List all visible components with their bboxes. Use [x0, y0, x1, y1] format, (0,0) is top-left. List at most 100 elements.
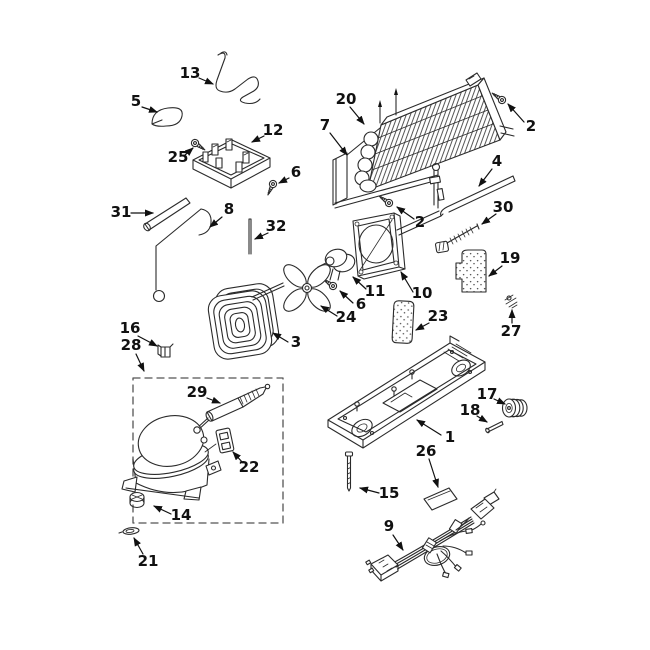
part-22-relay [215, 427, 235, 454]
callout-21-label: 21 [138, 552, 159, 570]
callout-14: 14 [153, 505, 192, 524]
callout-4: 4 [478, 152, 502, 187]
part-26-pad [423, 487, 458, 511]
part-15-stud [344, 451, 354, 492]
harness-wrap-bands [421, 519, 463, 554]
callout-2-top: 2 [507, 103, 536, 135]
part-14-grommet [129, 491, 145, 509]
part-9-wire-harness [365, 488, 500, 582]
callout-23: 23 [415, 307, 449, 331]
harness-connector-top [470, 488, 500, 520]
callout-25: 25 [168, 147, 194, 166]
harness-branch-wires [436, 517, 486, 579]
compressor-body [121, 415, 222, 501]
part-4-defrost-heater [396, 162, 516, 236]
callout-26-label: 26 [416, 442, 437, 460]
part-25-screw [189, 137, 208, 154]
part-8-wire-bracket [152, 208, 212, 303]
callout-29-label: 29 [187, 383, 208, 401]
callout-17-label: 17 [477, 385, 498, 403]
callout-10: 10 [400, 271, 432, 302]
part-23-foam-block [391, 300, 415, 344]
callout-18: 18 [460, 401, 488, 423]
callout-20-label: 20 [336, 90, 357, 108]
part-11-fan-motor [317, 248, 356, 281]
part-1-base-pan [327, 335, 486, 449]
callout-30-label: 30 [493, 198, 514, 216]
callout-2-mid-label: 2 [415, 213, 425, 231]
part-31-tube [143, 197, 191, 232]
callout-6-mid-label: 6 [356, 295, 366, 313]
callout-22-label: 22 [239, 458, 260, 476]
callout-16: 16 [120, 319, 158, 347]
callout-3: 3 [272, 332, 301, 351]
evaporator-assembly [332, 72, 515, 209]
callout-2-mid: 2 [396, 206, 425, 231]
callout-19-label: 19 [500, 249, 521, 267]
callout-24: 24 [320, 305, 356, 326]
callout-29: 29 [187, 383, 221, 404]
callout-6-top-label: 6 [291, 163, 301, 181]
callout-28: 28 [121, 336, 145, 372]
callout-14-label: 14 [171, 506, 192, 524]
part-3-condenser-coil [207, 282, 285, 360]
callout-6-mid: 6 [339, 290, 366, 313]
callout-8: 8 [209, 200, 234, 228]
callout-31-label: 31 [111, 203, 132, 221]
callout-4-label: 4 [492, 152, 502, 170]
callout-25-label: 25 [168, 148, 189, 166]
callout-31: 31 [111, 203, 154, 221]
evaporator-inlet-loops [354, 131, 379, 193]
part-32-rod [248, 218, 252, 255]
callout-1: 1 [416, 419, 455, 446]
part-18-axle-pin [485, 420, 504, 434]
callout-7-label: 7 [320, 116, 330, 134]
callout-27: 27 [501, 309, 522, 340]
callout-12-label: 12 [263, 121, 284, 139]
part-29-drier [195, 383, 271, 432]
callout-9-label: 9 [384, 517, 394, 535]
callout-1-label: 1 [445, 428, 455, 446]
callout-17: 17 [477, 385, 506, 405]
callout-6-top: 6 [278, 163, 301, 184]
callout-11-label: 11 [365, 282, 386, 300]
part-13-tube [215, 51, 261, 105]
part-16-clip [157, 343, 174, 358]
part-19-foam-block [455, 249, 487, 293]
part-27-clip [504, 294, 518, 309]
callout-18-label: 18 [460, 401, 481, 419]
callout-19: 19 [488, 249, 521, 277]
callout-5: 5 [131, 92, 158, 113]
part-10-fan-shroud [352, 212, 406, 280]
part-30-defrost-thermostat [434, 223, 480, 254]
callout-32: 32 [254, 217, 287, 240]
callout-21: 21 [133, 537, 159, 570]
part-12-control-box [192, 138, 271, 189]
part-6-screw-top [264, 178, 279, 197]
callout-12: 12 [251, 121, 284, 143]
callout-26: 26 [416, 442, 439, 488]
part-17-roller [501, 398, 528, 418]
part-5-clip [151, 107, 183, 127]
callout-32-label: 32 [266, 217, 287, 235]
callout-7: 7 [320, 116, 348, 156]
callout-30: 30 [481, 198, 514, 225]
callout-8-label: 8 [224, 200, 234, 218]
callout-22: 22 [232, 451, 260, 476]
evaporator-tubes [378, 88, 515, 137]
callout-5-label: 5 [131, 92, 141, 110]
callout-9: 9 [384, 517, 404, 551]
part-28-kit-box [132, 377, 284, 524]
harness-connector-bottom [365, 554, 399, 582]
callout-27-label: 27 [501, 322, 522, 340]
callout-2-top-label: 2 [526, 117, 536, 135]
callout-13-label: 13 [180, 64, 201, 82]
callout-15-label: 15 [379, 484, 400, 502]
callout-23-label: 23 [428, 307, 449, 325]
callout-20: 20 [336, 90, 365, 125]
part-24-fan-blade [283, 264, 331, 312]
callout-11: 11 [352, 276, 386, 300]
callout-13: 13 [180, 64, 214, 85]
